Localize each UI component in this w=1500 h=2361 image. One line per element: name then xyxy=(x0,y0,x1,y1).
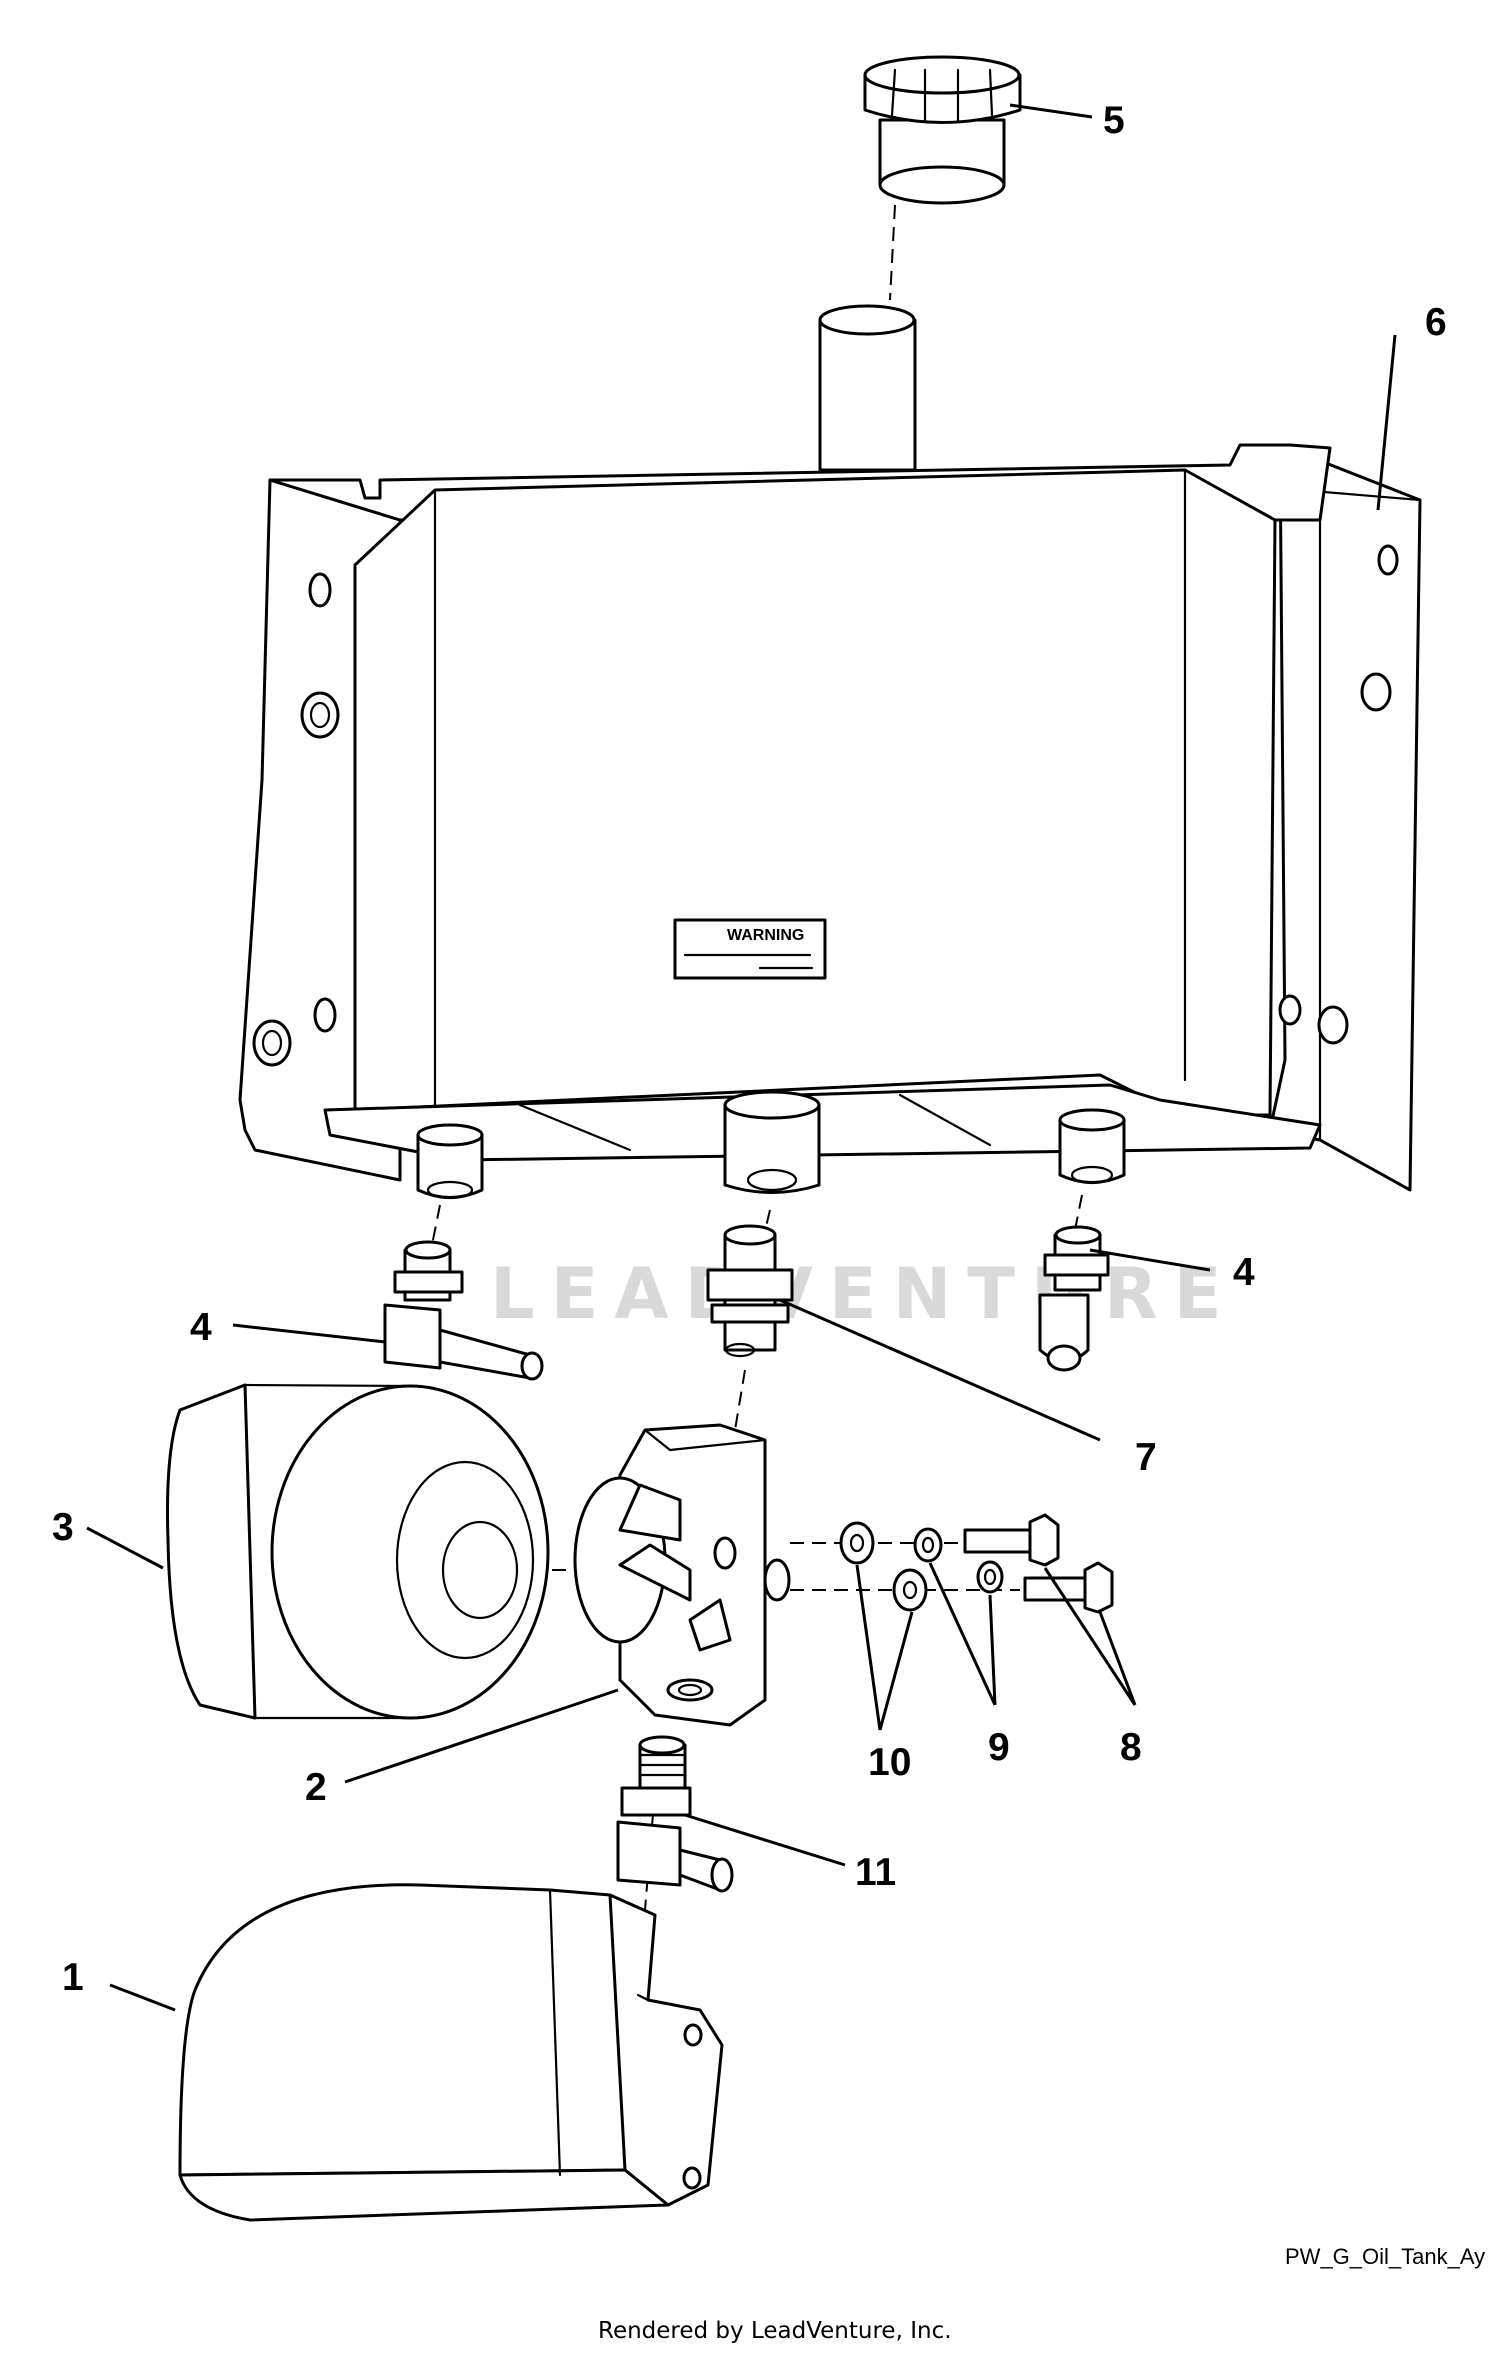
straight-fitting-right-part xyxy=(1038,1225,1110,1372)
callout-8: 8 xyxy=(1120,1726,1142,1769)
callout-6: 6 xyxy=(1425,301,1447,344)
callout-1: 1 xyxy=(62,1956,84,1999)
bolt-hardware-part xyxy=(963,1513,1114,1614)
callout-3: 3 xyxy=(52,1506,74,1549)
fitting-part xyxy=(706,1224,794,1358)
washer-hardware-part xyxy=(839,1521,1004,1612)
warning-decal-text: WARNING xyxy=(727,927,804,944)
leader-4-left xyxy=(232,1323,386,1344)
footer-credit: Rendered by LeadVenture, Inc. xyxy=(598,2318,952,2344)
oil-filter-part xyxy=(166,1383,550,1720)
leader-3 xyxy=(86,1526,164,1570)
drawing-id-label: PW_G_Oil_Tank_Ay xyxy=(1285,2244,1485,2269)
elbow-fitting-left-part xyxy=(383,1240,544,1381)
leader-8 xyxy=(1043,1567,1137,1706)
callout-10: 10 xyxy=(868,1741,911,1784)
leader-11 xyxy=(684,1813,846,1867)
leader-6 xyxy=(1376,334,1397,511)
callout-11: 11 xyxy=(855,1851,896,1894)
leader-4-right xyxy=(1089,1248,1211,1272)
callout-2: 2 xyxy=(305,1766,327,1809)
callout-4-right: 4 xyxy=(1233,1251,1255,1294)
leader-9 xyxy=(928,1562,997,1706)
callout-7: 7 xyxy=(1135,1436,1157,1479)
elbow-fitting-bottom-part xyxy=(616,1735,734,1893)
leader-10 xyxy=(855,1564,914,1731)
callout-5: 5 xyxy=(1103,99,1125,142)
leader-1 xyxy=(109,1983,176,2012)
filter-head-part xyxy=(573,1423,791,1727)
leader-7 xyxy=(779,1298,1101,1442)
callout-4-left: 4 xyxy=(190,1306,212,1349)
leader-2 xyxy=(344,1688,619,1784)
filter-guard-part xyxy=(178,1883,724,2222)
watermark-text: LEADVENTURE xyxy=(490,1253,1238,1335)
leader-5 xyxy=(1009,103,1093,119)
callout-9: 9 xyxy=(988,1726,1010,1769)
filler-cap-part xyxy=(863,55,1022,205)
oil-tank-part: WARNING xyxy=(238,304,1422,1200)
